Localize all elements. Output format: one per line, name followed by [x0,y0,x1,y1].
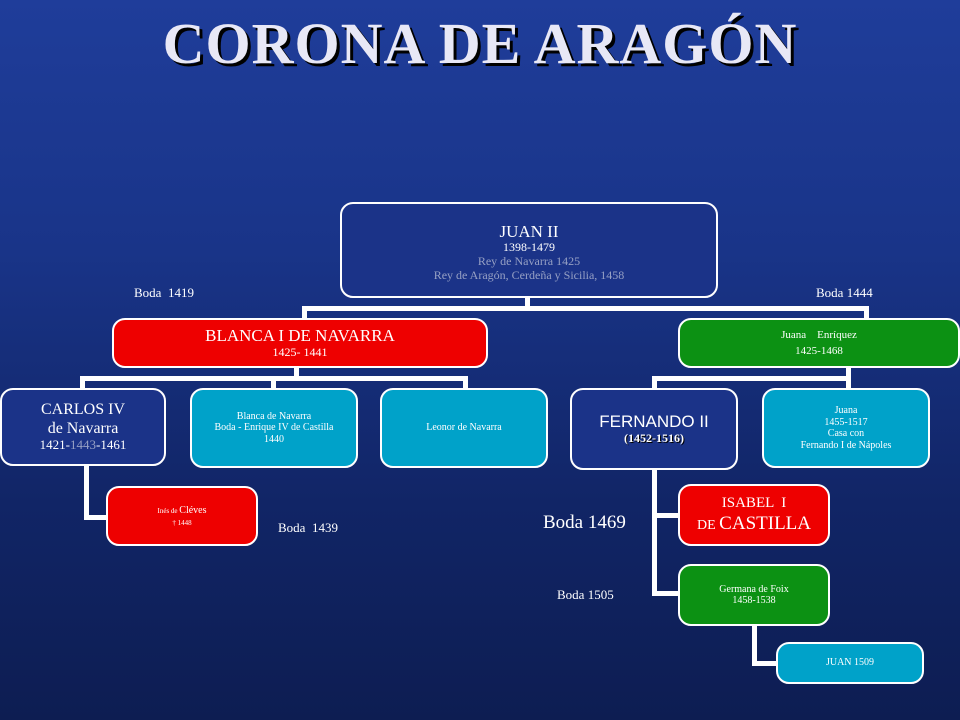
node-name: JUAN II [499,221,559,241]
node-marriage: Boda - Enrique IV de Castilla [214,422,334,434]
node-juana: Juana 1455-1517 Casa con Fernando I de N… [762,388,930,468]
connector [84,464,89,520]
connector [752,622,757,666]
node-germana-de-foix: Germana de Foix 1458-1538 [678,564,830,626]
node-ines-de-cleves: Inés de Cléves † 1448 [106,486,258,546]
node-title-aragon: Rey de Aragón, Cerdeña y Sicilia, 1458 [433,267,625,282]
node-juan-1509: JUAN 1509 [776,642,924,684]
node-name: Inés de Cléves [158,505,207,517]
node-years: 1425- 1441 [272,344,328,359]
label-boda-1469: Boda 1469 [543,512,626,533]
node-isabel-i-castilla: ISABEL I DE CASTILLA [678,484,830,546]
name-main: CASTILLA [719,512,811,534]
connector [302,306,307,320]
node-blanca-i-navarra: BLANCA I DE NAVARRA 1425- 1441 [112,318,488,368]
node-carlos-iv: CARLOS IV de Navarra 1421-1443-1461 [0,388,166,466]
node-blanca-de-navarra: Blanca de Navarra Boda - Enrique IV de C… [190,388,358,468]
node-name: FERNANDO II [599,412,709,432]
node-years: 1455-1517 [824,416,868,428]
node-name: JUAN 1509 [825,657,875,669]
label-boda-1419: Boda 1419 [134,285,194,300]
connector [864,306,869,320]
node-years: 1458-1538 [732,595,776,606]
connector [652,376,851,381]
node-fernando-ii: FERNANDO II (1452-1516) [570,388,738,470]
node-name: Leonor de Navarra [426,422,502,434]
connector [752,661,780,666]
connector [271,376,276,390]
name-prefix: Inés de [157,506,180,515]
node-juan-ii: JUAN II 1398-1479 Rey de Navarra 1425 Re… [340,202,718,298]
node-death: † 1448 [172,519,192,528]
connector [302,306,868,311]
node-name: Juana Enríquez [781,328,857,341]
node-spouse: Fernando I de Nápoles [800,439,892,451]
node-name-2: DE CASTILLA [697,513,811,535]
connector [652,513,682,518]
node-years: (1452-1516) [624,430,684,445]
connector [652,376,657,390]
name-main: Cléves [179,504,207,516]
years-death: -1461 [96,436,127,452]
years-birth: 1421- [39,436,70,452]
node-name: CARLOS IV [40,401,125,419]
label-boda-1444: Boda 1444 [816,285,873,300]
node-leonor-de-navarra: Leonor de Navarra [380,388,548,468]
connector [80,376,85,390]
connector [652,468,657,596]
node-name: Blanca de Navarra [236,410,312,422]
node-title-navarra: Rey de Navarra 1425 [477,253,581,268]
connector [294,366,299,378]
label-boda-1439: Boda 1439 [278,520,338,535]
connector [652,591,682,596]
connector [846,368,851,378]
node-year: 1440 [264,433,284,445]
connector [84,515,110,520]
years-middle: 1443 [70,436,96,452]
name-prefix: DE [697,517,720,533]
connector [846,376,851,390]
node-name: Juana [834,405,858,416]
node-years: 1425-1468 [795,344,843,357]
node-marriage: Casa con [827,428,865,439]
node-name-2: de Navarra [47,419,119,437]
connector [463,376,468,390]
label-boda-1505: Boda 1505 [557,587,614,602]
node-juana-enriquez: Juana Enríquez 1425-1468 [678,318,960,368]
connector [525,296,530,310]
node-years: 1421-1443-1461 [39,436,127,453]
node-name: BLANCA I DE NAVARRA [205,326,395,346]
node-name: ISABEL I [721,495,787,512]
page-title: CORONA DE ARAGÓN [162,11,798,76]
node-name: Germana de Foix [719,583,789,595]
node-years: 1398-1479 [503,240,555,255]
